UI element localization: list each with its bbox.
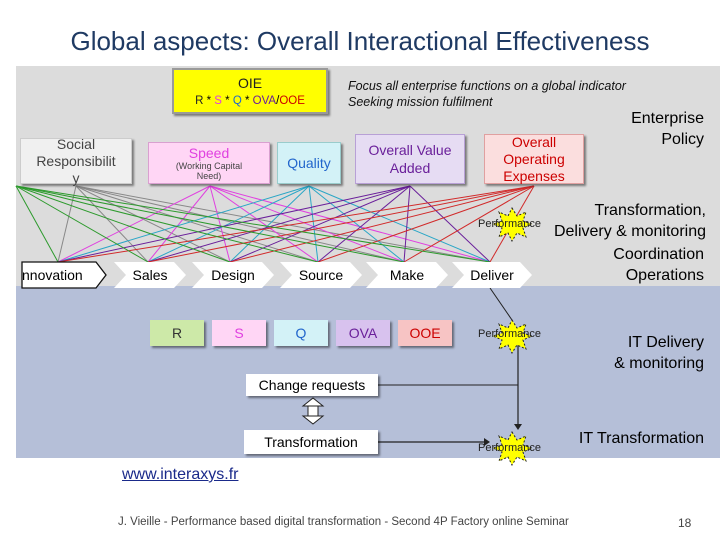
- ova-indicator-box: OVA: [336, 320, 390, 346]
- formula-sep: *: [241, 95, 253, 107]
- change-requests-label: Change requests: [258, 377, 366, 393]
- page-number: 18: [678, 516, 692, 530]
- enterprise-policy: Enterprise Policy: [631, 108, 704, 150]
- oie-label: OIE: [237, 75, 263, 91]
- bottom-panel-background: [16, 286, 720, 458]
- focus-text: Focus all enterprise functions on a glob…: [348, 78, 626, 110]
- formula-ova: OVA: [252, 95, 277, 107]
- ooe-links: [57, 185, 535, 263]
- coordination-line-2: Operations: [625, 267, 704, 284]
- chain-make: Make: [389, 267, 425, 283]
- formula-s: S: [214, 95, 222, 107]
- coordination-operations-text: Coordination Operations: [613, 244, 704, 286]
- s-box: S: [212, 320, 266, 346]
- ooe-line-3: Expenses: [503, 167, 565, 184]
- focus-line-1: Focus all enterprise functions on a glob…: [348, 79, 626, 93]
- performance-label-2: Performance: [478, 328, 541, 340]
- transformation-delivery-line-1: Transformation,: [594, 202, 706, 219]
- formula-r: R: [195, 95, 204, 107]
- formula-ooe: OOE: [279, 95, 305, 107]
- social-line-1: Social: [56, 135, 96, 152]
- speed-sub-2: Need): [196, 171, 222, 181]
- speed-box: Speed (Working Capital Need): [148, 142, 270, 184]
- quality-links: [57, 185, 491, 263]
- formula-sep: *: [221, 95, 233, 107]
- ova-box: Overall Value Added: [355, 134, 465, 184]
- social-line-3: y: [72, 169, 80, 186]
- speed-links: [57, 185, 491, 263]
- social-line-2: Responsibilit: [36, 152, 116, 169]
- green-links: [15, 185, 491, 263]
- quality-box: Quality: [277, 142, 341, 184]
- coordination-line-1: Coordination: [613, 246, 704, 263]
- flow-arrows: [376, 287, 522, 446]
- quality-label: Quality: [287, 155, 331, 171]
- ooe-line-1: Overall: [511, 133, 557, 150]
- website-link[interactable]: www.interaxys.fr: [122, 466, 239, 483]
- transformation-delivery-line-2: Delivery & monitoring: [553, 223, 706, 240]
- performance-stars: [491, 206, 534, 467]
- formula-q: Q: [232, 95, 242, 107]
- performance-label-1: Performance: [478, 218, 541, 230]
- change-requests-box: Change requests: [246, 374, 378, 396]
- chevron-shapes: [21, 261, 532, 289]
- double-arrow: [301, 397, 325, 425]
- q-box: Q: [274, 320, 328, 346]
- formula-slash: /: [276, 95, 280, 107]
- chain-design: Design: [211, 267, 255, 283]
- it-delivery-text: IT Delivery & monitoring: [614, 332, 704, 374]
- footer-text: J. Vieille - Performance based digital t…: [118, 516, 569, 528]
- it-delivery-line-1: IT Delivery: [627, 334, 704, 351]
- social-links: [57, 185, 491, 263]
- chain-sales: Sales: [132, 267, 168, 283]
- r-box: R: [150, 320, 204, 346]
- it-delivery-line-2: & monitoring: [614, 355, 704, 372]
- focus-line-2: Seeking mission fulfilment: [348, 95, 493, 109]
- enterprise-policy-line-1: Enterprise: [631, 110, 704, 127]
- transformation-delivery-text: Transformation, Delivery & monitoring: [554, 200, 706, 242]
- slide-title: Global aspects: Overall Interactional Ef…: [70, 26, 650, 56]
- it-transformation-text: IT Transformation: [578, 430, 704, 447]
- ova-links: [57, 185, 491, 263]
- social-responsibility-box: Social Responsibilit y: [20, 135, 132, 186]
- ova-line-1: Overall Value: [368, 142, 452, 158]
- transformation-label: Transformation: [264, 434, 358, 450]
- transformation-box: Transformation: [244, 430, 378, 454]
- speed-sub-1: (Working Capital: [175, 161, 243, 171]
- oie-box: OIE R * S * Q * OVA/OOE: [172, 68, 328, 114]
- oie-formula: R * S * Q * OVA/OOE: [195, 95, 305, 107]
- chain-innovation: nnovation: [22, 267, 83, 283]
- ova-line-2: Added: [389, 160, 431, 176]
- chain-deliver: Deliver: [470, 267, 514, 283]
- enterprise-policy-line-2: Policy: [661, 131, 704, 148]
- ooe-line-2: Operating: [503, 150, 565, 167]
- performance-label-3: Performance: [478, 442, 541, 454]
- formula-sep: *: [203, 95, 215, 107]
- ooe-box: Overall Operating Expenses: [484, 134, 584, 184]
- ooe-indicator-box: OOE: [398, 320, 452, 346]
- chain-source: Source: [298, 267, 344, 283]
- speed-label: Speed: [188, 145, 230, 161]
